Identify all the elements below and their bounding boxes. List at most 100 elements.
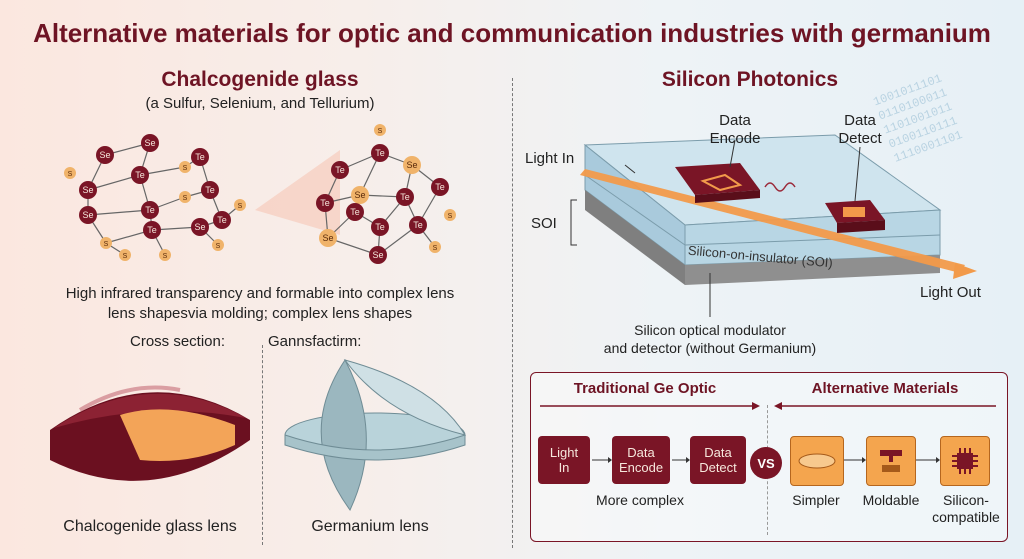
description-line: High infrared transparency and formable … xyxy=(65,285,455,302)
atom-te: Te xyxy=(331,161,349,179)
cross-section-label: Cross section: xyxy=(130,333,226,350)
svg-text:Te: Te xyxy=(350,207,360,217)
atoms: Se Se Se Te Te Se Te Te Te Se Te S S S S… xyxy=(64,124,456,264)
atom-te: Te xyxy=(431,178,449,196)
silicon-photonics-heading: Silicon Photonics xyxy=(661,68,839,91)
signal-wave xyxy=(764,182,796,192)
atom-te: Te xyxy=(346,203,364,221)
section-divider xyxy=(512,78,513,548)
soi-line xyxy=(584,174,686,246)
atom-te: Te xyxy=(143,221,161,239)
atom-te: Te xyxy=(213,211,231,229)
atom-te: Te xyxy=(371,144,389,162)
caption-line: compatible xyxy=(932,509,1000,525)
svg-text:S: S xyxy=(68,171,73,178)
silicon-compatible-caption: Silicon- compatible xyxy=(930,492,1002,526)
svg-text:Te: Te xyxy=(320,198,330,208)
soi-bracket xyxy=(570,199,577,246)
alternative-title: Alternative Materials xyxy=(811,380,959,397)
light-out-label: Light Out xyxy=(920,284,982,301)
alt-flow-arrows xyxy=(844,457,940,463)
svg-text:Se: Se xyxy=(354,190,365,200)
atom-se: Se xyxy=(403,156,421,174)
chalcogenide-heading: Chalcogenide glass xyxy=(161,68,359,91)
svg-text:Se: Se xyxy=(194,222,205,232)
data-detect-label-2: Detect xyxy=(838,130,882,147)
encoder-circuit xyxy=(700,173,743,192)
molecule-diagram: Se Se Se Te Te Se Te Te Te Se Te S S S S… xyxy=(64,124,456,264)
traditional-title: Traditional Ge Optic xyxy=(573,380,717,397)
svg-text:Se: Se xyxy=(406,160,417,170)
atom-s: S xyxy=(179,191,191,203)
lens-vertical xyxy=(320,359,367,511)
svg-text:Te: Te xyxy=(375,222,385,232)
flow-text: Detect xyxy=(699,460,737,475)
svg-text:Te: Te xyxy=(413,220,423,230)
svg-text:Se: Se xyxy=(82,185,93,195)
atom-s: S xyxy=(444,209,456,221)
alt-silicon-box xyxy=(940,436,990,486)
flow-text: In xyxy=(558,460,570,475)
svg-text:Te: Te xyxy=(375,148,385,158)
simpler-caption: Simpler xyxy=(792,492,840,508)
svg-text:Te: Te xyxy=(135,170,145,180)
atom-s: S xyxy=(374,124,386,136)
more-complex-caption: More complex xyxy=(596,492,684,508)
light-beam xyxy=(580,169,965,273)
modulator-label-2: and detector (without Germanium) xyxy=(604,340,816,356)
beam-shape xyxy=(255,150,340,235)
svg-text:Te: Te xyxy=(147,225,157,235)
svg-text:Te: Te xyxy=(335,165,345,175)
lens-icon xyxy=(798,453,836,469)
atom-te: Te xyxy=(316,194,334,212)
soi-line xyxy=(684,234,941,246)
chip-icon xyxy=(952,448,978,474)
gann-label: Gannsfactirm: xyxy=(268,333,362,350)
detector-window xyxy=(843,207,865,217)
atom-s: S xyxy=(179,161,191,173)
svg-text:Se: Se xyxy=(82,210,93,220)
svg-text:S: S xyxy=(433,245,438,252)
svg-text:Se: Se xyxy=(99,150,110,160)
svg-text:S: S xyxy=(448,213,453,220)
atom-te: Te xyxy=(141,201,159,219)
atom-s: S xyxy=(429,241,441,253)
moldable-caption: Moldable xyxy=(862,492,920,508)
light-arrow xyxy=(953,263,977,279)
lens-highlight xyxy=(78,385,181,412)
svg-text:Se: Se xyxy=(372,250,383,260)
atom-s: S xyxy=(159,249,171,261)
photonics-chip-diagram: Light In Data Encode Data Detect SOI Sil… xyxy=(525,112,982,356)
atom-te: Te xyxy=(396,188,414,206)
atom-se: Se xyxy=(141,134,159,152)
description-line: lens shapesvia molding; complex lens sha… xyxy=(107,305,413,322)
alt-simpler-box xyxy=(790,436,844,486)
light-in-pointer xyxy=(624,164,636,174)
svg-text:S: S xyxy=(104,241,109,248)
data-detect-label-1: Data xyxy=(844,112,876,129)
flow-text: Light xyxy=(549,445,579,460)
atom-s: S xyxy=(64,167,76,179)
atom-se: Se xyxy=(351,186,369,204)
soi-label: SOI xyxy=(531,215,557,232)
svg-text:S: S xyxy=(378,128,383,135)
svg-text:Te: Te xyxy=(435,182,445,192)
mold-icon xyxy=(880,450,902,472)
atom-s: S xyxy=(234,199,246,211)
alt-moldable-box xyxy=(866,436,916,486)
atom-s: S xyxy=(119,249,131,261)
atom-s: S xyxy=(100,237,112,249)
chip-base-left xyxy=(585,190,685,285)
atom-te: Te xyxy=(131,166,149,184)
modulator-label-1: Silicon optical modulator xyxy=(634,322,786,338)
flow-text: Encode xyxy=(618,460,664,475)
svg-text:Te: Te xyxy=(145,205,155,215)
left-arrow-head xyxy=(752,402,760,410)
data-encode-label-2: Encode xyxy=(710,130,761,147)
vs-badge: VS xyxy=(750,447,782,479)
detector-side xyxy=(837,220,885,233)
germanium-lens-illustration xyxy=(284,359,467,511)
